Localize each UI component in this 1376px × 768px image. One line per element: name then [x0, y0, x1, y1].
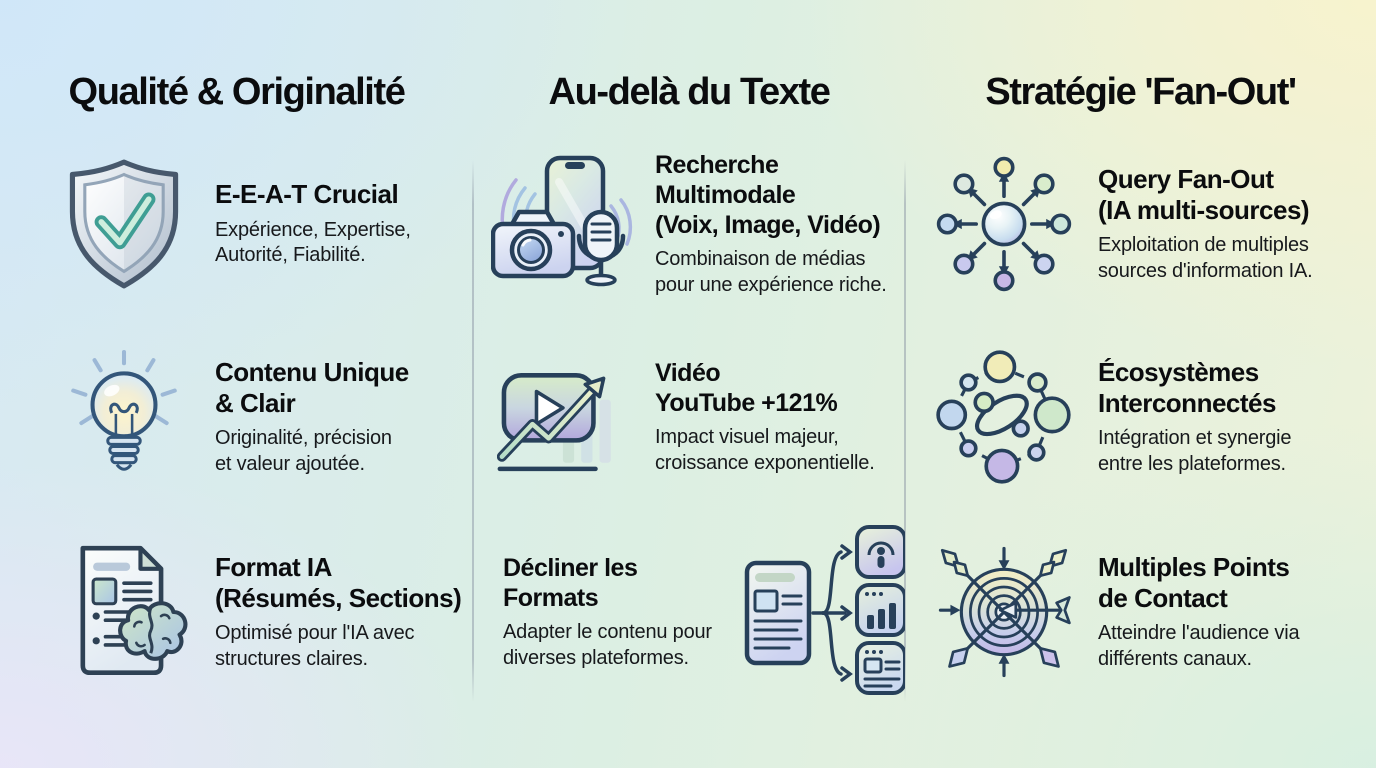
item-text: Vidéo YouTube +121% Impact visuel majeur… — [655, 358, 875, 476]
item-text: E-E-A-T Crucial Expérience, Expertise, A… — [215, 179, 411, 268]
item-touchpoints: Multiples Points de Contact Atteindre l'… — [905, 514, 1376, 710]
item-title: E-E-A-T Crucial — [215, 179, 399, 210]
item-description: Optimisé pour l'IA avec structures clair… — [215, 622, 415, 670]
column-divider-2 — [904, 160, 906, 702]
shield-check-icon — [55, 158, 193, 290]
item-title: Multiples Points de Contact — [1098, 551, 1290, 613]
query-fan-out-icon — [935, 155, 1073, 293]
item-content-formats: Décliner les Formats Adapter le contenu … — [473, 514, 905, 710]
item-text: Contenu Unique & Clair Originalité, préc… — [215, 357, 409, 478]
item-multimodal: Recherche Multimodale (Voix, Image, Vidé… — [473, 128, 905, 320]
item-unique-content: Contenu Unique & Clair Originalité, préc… — [0, 320, 473, 514]
item-text: Recherche Multimodale (Voix, Image, Vidé… — [655, 150, 887, 298]
item-description: Exploitation de multiples sources d'info… — [1098, 234, 1313, 282]
column-header: Qualité & Originalité — [68, 71, 406, 113]
item-ai-format: Format IA (Résumés, Sections) Optimisé p… — [0, 514, 473, 710]
item-ecosystems: Écosystèmes Interconnectés Intégration e… — [905, 320, 1376, 514]
interconnected-ecosystem-icon — [935, 347, 1073, 487]
item-description: Expérience, Expertise, Autorité, Fiabili… — [215, 218, 411, 267]
document-brain-icon — [55, 542, 193, 682]
multimodal-devices-icon — [491, 154, 643, 294]
column-header: Au-delà du Texte — [548, 71, 831, 113]
item-description: Originalité, précision et valeur ajoutée… — [215, 427, 392, 475]
item-youtube-video: Vidéo YouTube +121% Impact visuel majeur… — [473, 320, 905, 514]
item-title: Contenu Unique & Clair — [215, 356, 409, 418]
column-divider-1 — [472, 160, 474, 702]
item-description: Atteindre l'audience via différents cana… — [1098, 622, 1300, 670]
item-query-fan-out: Query Fan-Out (IA multi-sources) Exploit… — [905, 128, 1376, 320]
column-quality: Qualité & Originalité — [0, 0, 473, 768]
item-title: Query Fan-Out (IA multi-sources) — [1098, 163, 1310, 225]
item-description: Combinaison de médias pour une expérienc… — [655, 247, 887, 296]
item-title: Écosystèmes Interconnectés — [1098, 356, 1276, 418]
content-formats-icon — [743, 519, 905, 705]
item-title: Décliner les Formats — [503, 553, 638, 612]
item-text: Format IA (Résumés, Sections) Optimisé p… — [215, 551, 462, 673]
item-eeat: E-E-A-T Crucial Expérience, Expertise, A… — [0, 128, 473, 320]
item-text: Query Fan-Out (IA multi-sources) Exploit… — [1098, 163, 1313, 285]
item-description: Intégration et synergie entre les platef… — [1098, 427, 1292, 475]
item-text: Multiples Points de Contact Atteindre l'… — [1098, 551, 1300, 673]
item-description: Impact visuel majeur, croissance exponen… — [655, 425, 875, 474]
lightbulb-icon — [55, 350, 193, 484]
column-header: Stratégie 'Fan-Out' — [985, 71, 1297, 113]
youtube-growth-icon — [491, 357, 643, 477]
item-description: Adapter le contenu pour diverses platefo… — [503, 620, 712, 669]
multi-touchpoint-target-icon — [935, 537, 1073, 687]
column-fan-out: Stratégie 'Fan-Out' — [905, 0, 1376, 768]
item-title: Format IA (Résumés, Sections) — [215, 551, 462, 613]
item-text: Écosystèmes Interconnectés Intégration e… — [1098, 356, 1292, 478]
column-beyond-text: Au-delà du Texte — [473, 0, 905, 768]
item-title: Vidéo YouTube +121% — [655, 358, 838, 417]
item-title: Recherche Multimodale (Voix, Image, Vidé… — [655, 150, 881, 239]
item-text: Décliner les Formats Adapter le contenu … — [503, 553, 741, 671]
